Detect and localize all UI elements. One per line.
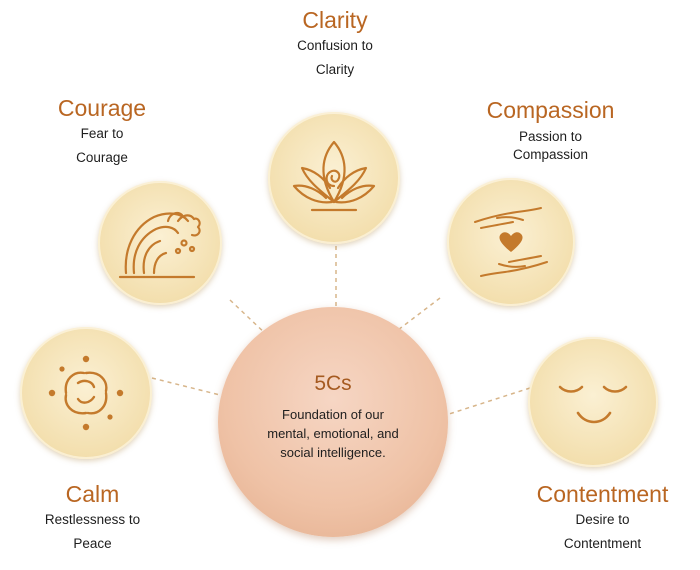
heart-icon [499, 232, 523, 252]
calm-subtitle-line-1: Restlessness to [44, 512, 141, 527]
center-description-line-2: mental, emotional, and [267, 426, 399, 441]
connector-courage [229, 299, 269, 337]
contentment-title: Contentment [536, 481, 669, 507]
clarity-subtitle-line-2: Clarity [315, 62, 355, 77]
wave-icon [118, 211, 201, 279]
courage-label: Courage Fear to Courage [32, 94, 172, 170]
calm-circle [20, 327, 152, 459]
contentment-circle [528, 337, 658, 467]
contentment-label: Contentment Desire to Contentment [520, 480, 685, 556]
center-description: Foundation of our mental, emotional, and… [243, 405, 423, 462]
contentment-subtitle-line-1: Desire to [575, 512, 630, 527]
courage-circle [98, 181, 222, 305]
compassion-title: Compassion [486, 97, 615, 123]
smiling-face-icon [558, 385, 628, 424]
connector-calm [151, 377, 221, 396]
connector-contentment [445, 387, 531, 416]
calm-subtitle-line-2: Peace [73, 536, 112, 551]
center-description-line-1: Foundation of our [282, 407, 384, 422]
calm-title: Calm [65, 481, 120, 507]
courage-subtitle-line-1: Fear to [80, 126, 124, 141]
compassion-label: Compassion Passion to Compassion [468, 96, 633, 164]
center-description-line-3: social intelligence. [280, 445, 386, 460]
clarity-subtitle-line-1: Confusion to [297, 38, 373, 53]
hands-heart-icon [474, 207, 548, 277]
clarity-title: Clarity [302, 7, 368, 33]
compassion-subtitle-line-2: Compassion [512, 147, 589, 162]
center-title: 5Cs [314, 372, 352, 395]
clarity-circle [268, 112, 400, 244]
compassion-circle [447, 178, 575, 306]
contentment-subtitle-line-2: Contentment [563, 536, 642, 551]
compassion-subtitle-line-1: Passion to [518, 129, 583, 144]
connector-compassion [397, 297, 441, 331]
clarity-label: Clarity Confusion to Clarity [240, 6, 430, 82]
courage-subtitle-line-2: Courage [76, 150, 128, 165]
swirl-icon [48, 355, 124, 431]
courage-title: Courage [57, 95, 147, 121]
calm-label: Calm Restlessness to Peace [20, 480, 165, 556]
lotus-icon [292, 140, 376, 212]
center-5cs-circle: 5Cs Foundation of our mental, emotional,… [218, 307, 448, 537]
